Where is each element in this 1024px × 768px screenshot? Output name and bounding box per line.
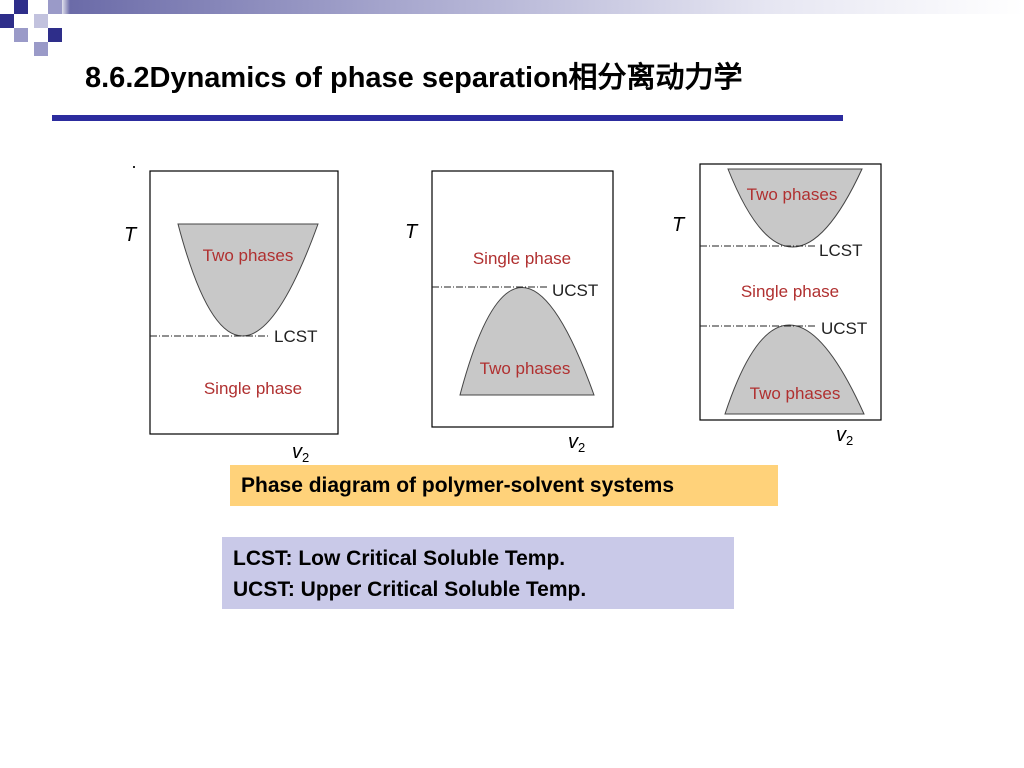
single-phase-label: Single phase [741,282,839,301]
definitions-box: LCST: Low Critical Soluble Temp. UCST: U… [222,537,734,609]
single-phase-label: Single phase [473,249,571,268]
diagram-lcst-ucst: T Two phases LCST Single phase UCST Two … [672,163,882,448]
upper-two-phases-label: Two phases [747,185,838,204]
two-phases-label: Two phases [480,359,571,378]
ucst-label: UCST [552,281,598,300]
slide-title: 8.6.2Dynamics of phase separation相分离动力学 [85,62,743,94]
composition-axis-label: v2 [568,431,585,455]
upper-two-phase-region [727,168,863,248]
temperature-axis-label: T [672,214,686,236]
figure-caption: Phase diagram of polymer-solvent systems [230,465,778,506]
diagram-lcst: T Two phases LCST Single phase v2 [124,170,339,465]
lcst-label: LCST [819,241,862,260]
ucst-label: UCST [821,319,867,338]
decor-square [14,0,28,14]
diagram-ucst: T Single phase UCST Two phases v2 [405,170,614,455]
decor-square [34,14,48,28]
stray-mark: · [131,156,137,176]
temperature-axis-label: T [124,224,138,246]
composition-axis-label: v2 [292,441,309,465]
single-phase-label: Single phase [204,379,302,398]
lower-two-phases-label: Two phases [750,384,841,403]
phase-diagrams: · T Two phases LCST Single phase v2 T Si… [124,156,882,465]
header-band-mask [60,14,1024,52]
composition-axis-label: v2 [836,424,853,448]
lcst-definition: LCST: Low Critical Soluble Temp. [233,547,566,570]
temperature-axis-label: T [405,221,419,243]
two-phase-region [459,287,595,396]
title-underline [52,115,843,121]
decor-square [0,14,14,28]
decor-square [14,28,28,42]
ucst-definition: UCST: Upper Critical Soluble Temp. [233,578,587,601]
lcst-label: LCST [274,327,317,346]
two-phases-label: Two phases [203,246,294,265]
decor-square [48,28,62,42]
decor-square [34,42,48,56]
decor-square [48,0,62,14]
